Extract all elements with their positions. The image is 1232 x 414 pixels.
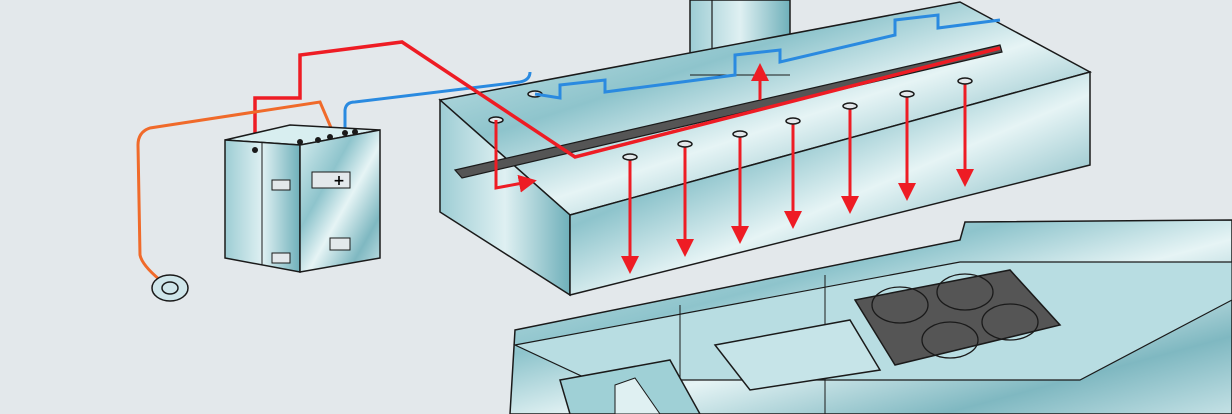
burner-grate xyxy=(853,269,1062,366)
signal-wire-orange xyxy=(136,100,334,282)
supply-branch-red xyxy=(494,120,537,193)
control-cabinet: + xyxy=(224,124,381,273)
manual-pull-station[interactable] xyxy=(151,274,189,302)
polarity-symbol: + xyxy=(333,173,345,189)
griddle xyxy=(713,319,882,391)
cooking-line xyxy=(509,219,1232,414)
detection-line-blue xyxy=(343,13,1001,132)
supply-line-red xyxy=(253,40,1001,159)
nozzle-arrows xyxy=(621,82,974,274)
grease-filter-slot xyxy=(453,44,1003,179)
